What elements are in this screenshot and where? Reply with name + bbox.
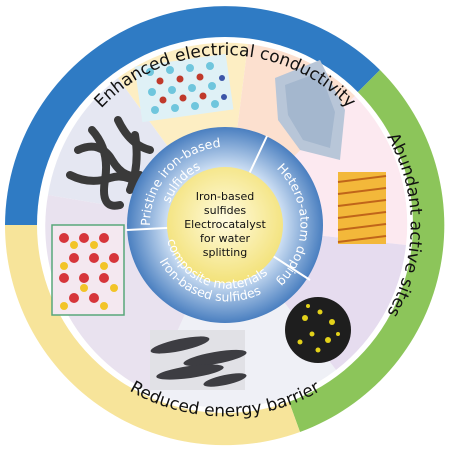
core-line-5: splitting — [203, 246, 247, 259]
crystal-lattice-image — [134, 53, 234, 123]
core-line-1: Iron-based — [196, 190, 254, 203]
layered-crystal-image — [337, 172, 387, 244]
nanoweb-sem-image — [66, 116, 154, 210]
nanosheet-sem-image — [275, 60, 345, 160]
core-line-2: sulfides — [204, 204, 246, 217]
doped-structure-image — [51, 224, 125, 316]
nanosphere-image — [285, 297, 351, 363]
core-circle — [167, 167, 283, 283]
core-line-3: Electrocatalyst — [184, 218, 266, 231]
nanorod-composite-image — [150, 330, 247, 390]
core-line-4: for water — [200, 232, 250, 245]
